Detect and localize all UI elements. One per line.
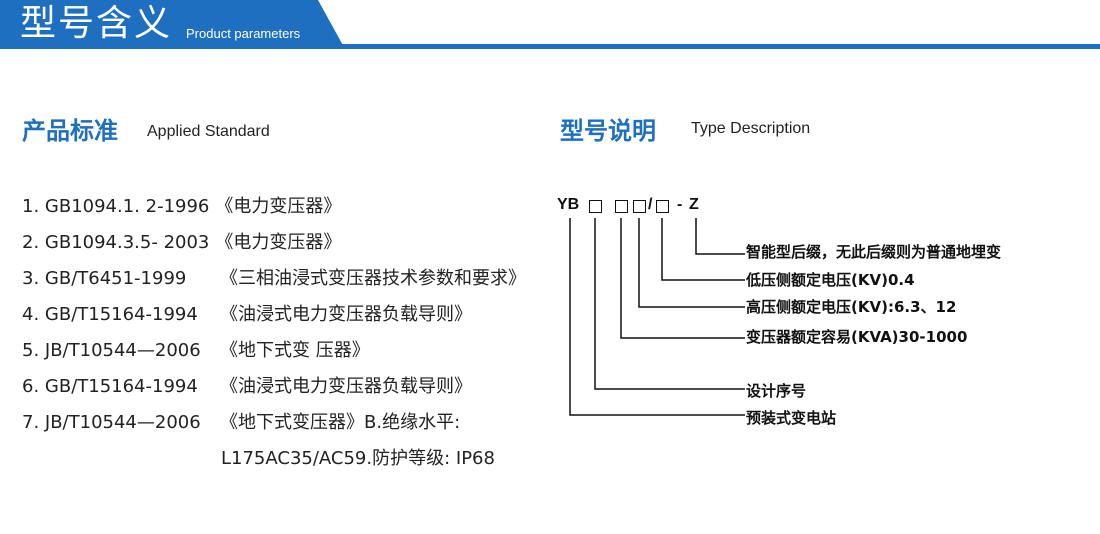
standard-code: 5. JB/T10544—2006 [22, 340, 201, 361]
connector-lines [569, 218, 745, 416]
header-divider-line [0, 44, 1100, 49]
type-description-subtitle: Type Description [691, 120, 811, 137]
connector-prefix [569, 218, 745, 416]
standard-item: 7. JB/T10544—2006 《地下式变压器》B.绝缘水平: [22, 410, 526, 446]
standard-item: 6. GB/T15164-1994 《油浸式电力变压器负载导则》 [22, 374, 526, 410]
applied-standard-subtitle: Applied Standard [147, 123, 270, 140]
label-capacity: 变压器额定容易(KVA)30-1000 [746, 328, 968, 346]
standard-desc: 《三相油浸式变压器技术参数和要求》 [220, 268, 526, 289]
standard-code: 3. GB/T6451-1999 [22, 268, 187, 289]
code-box-lv-voltage [656, 200, 669, 213]
label-design-number: 设计序号 [746, 382, 807, 400]
code-slash: / [648, 196, 653, 213]
connector-design-number [594, 218, 745, 390]
label-hv-voltage: 高压侧额定电压(KV):6.3、12 [746, 298, 957, 316]
label-lv-voltage: 低压侧额定电压(KV)0.4 [746, 271, 915, 289]
standard-code: 6. GB/T15164-1994 [22, 376, 198, 397]
connector-lv-voltage [661, 218, 745, 281]
applied-standard-title: 产品标准 [22, 117, 118, 145]
standard-desc: 《地下式变压器》B.绝缘水平: [220, 412, 461, 433]
label-suffix: 智能型后缀，无此后缀则为普通地埋变 [746, 243, 1002, 261]
standard-code: 1. GB1094.1. 2-1996 [22, 196, 210, 217]
code-suffix: Z [689, 196, 699, 213]
code-dash: - [677, 196, 683, 213]
standard-continuation: L175AC35/AC59.防护等级: IP68 [221, 448, 495, 469]
code-box-capacity [615, 200, 628, 213]
page-title: 型号含义 [20, 3, 173, 44]
standard-code: 7. JB/T10544—2006 [22, 412, 201, 433]
standard-code: 2. GB1094.3.5- 2003 [22, 232, 210, 253]
connector-capacity [620, 218, 745, 339]
code-box-design-number [589, 200, 602, 213]
type-code-diagram: YB / - Z 智能型后缀，无此后缀则为普通地埋变 低压侧额定电压(KV)0.… [550, 190, 1070, 440]
header-tab [0, 0, 345, 49]
standard-item: 4. GB/T15164-1994 《油浸式电力变压器负载导则》 [22, 302, 526, 338]
standard-desc: 《电力变压器》 [215, 232, 342, 253]
page-subtitle: Product parameters [186, 26, 301, 41]
standard-item: 2. GB1094.3.5- 2003《电力变压器》 [22, 230, 526, 266]
code-box-hv-voltage [633, 200, 646, 213]
type-description-title: 型号说明 [560, 117, 656, 145]
standard-desc: 《地下式变 压器》 [220, 340, 370, 361]
standard-desc: 《油浸式电力变压器负载导则》 [220, 376, 472, 397]
label-prefix: 预装式变电站 [746, 409, 837, 427]
code-prefix: YB [557, 196, 580, 213]
header-banner: 型号含义 Product parameters [0, 0, 1100, 52]
standard-desc: 《油浸式电力变压器负载导则》 [220, 304, 472, 325]
standard-item: 5. JB/T10544—2006 《地下式变 压器》 [22, 338, 526, 374]
standard-item: 1. GB1094.1. 2-1996《电力变压器》 [22, 194, 526, 230]
standard-item: 3. GB/T6451-1999 《三相油浸式变压器技术参数和要求》 [22, 266, 526, 302]
standard-desc: 《电力变压器》 [215, 196, 342, 217]
connector-hv-voltage [638, 218, 745, 308]
connector-suffix [695, 218, 745, 255]
standard-code: 4. GB/T15164-1994 [22, 304, 198, 325]
standard-list: 1. GB1094.1. 2-1996《电力变压器》 2. GB1094.3.5… [22, 194, 526, 446]
